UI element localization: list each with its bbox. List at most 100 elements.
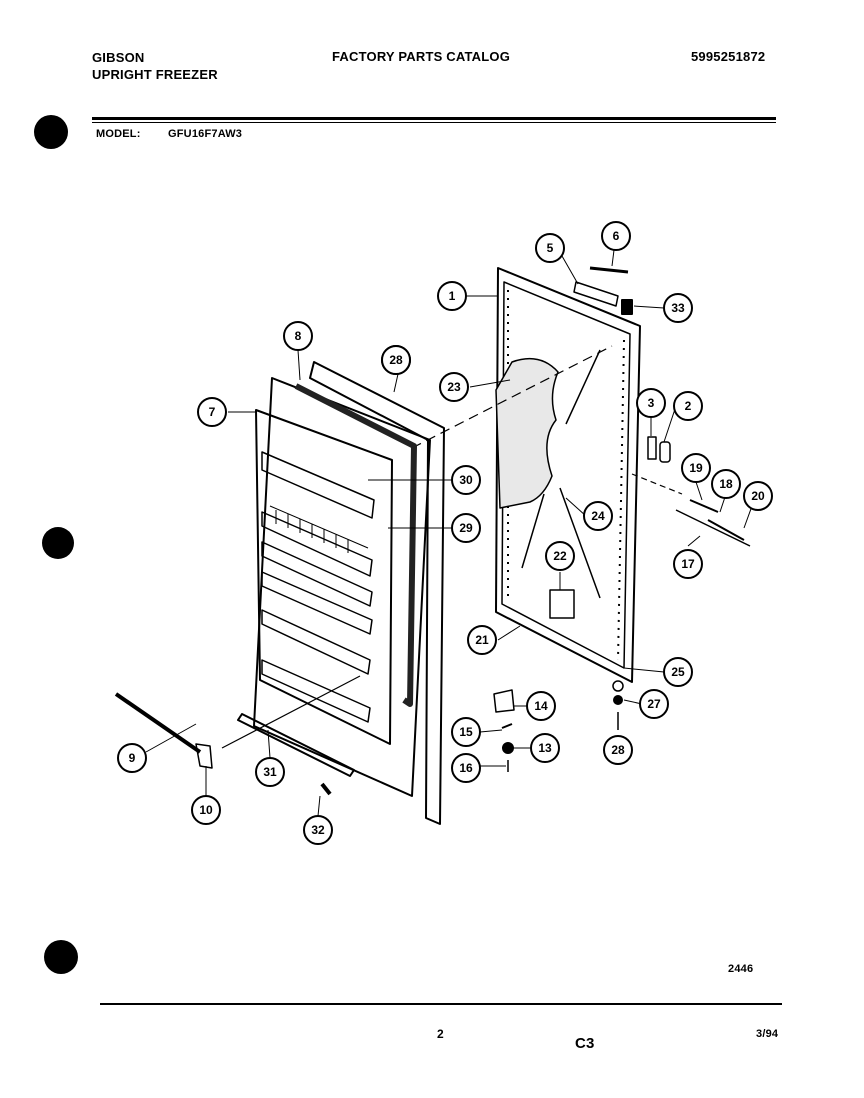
callout-circle [673, 391, 703, 421]
door-gasket [309, 361, 445, 825]
callout-number: 32 [311, 823, 325, 837]
callout-circle [681, 453, 711, 483]
callout-number: 25 [671, 665, 685, 679]
callout-circle [743, 481, 773, 511]
callout-number: 6 [613, 229, 620, 243]
door-shelves [261, 451, 375, 723]
callout-15: 15 [451, 717, 481, 747]
callout-circle [191, 795, 221, 825]
callout-circle [255, 757, 285, 787]
catalog-title: FACTORY PARTS CATALOG [332, 49, 511, 64]
washer-part [612, 680, 624, 692]
header-rule-top [92, 117, 776, 120]
hinge-pin [689, 499, 745, 541]
callout-9: 9 [117, 743, 147, 773]
callout-circle [673, 549, 703, 579]
hinge-bracket [675, 509, 751, 547]
callout-10: 10 [191, 795, 221, 825]
header-rule-bottom [92, 122, 776, 123]
callout-1: 1 [437, 281, 467, 311]
callout-circle [467, 625, 497, 655]
callout-circle [197, 397, 227, 427]
callout-31: 31 [255, 757, 285, 787]
callout-circle [530, 733, 560, 763]
callout-circle [381, 345, 411, 375]
callout-23: 23 [439, 372, 469, 402]
model-label: MODEL: [96, 128, 141, 140]
callout-32: 32 [303, 815, 333, 845]
callout-22: 22 [545, 541, 575, 571]
callout-17: 17 [673, 549, 703, 579]
spacer-part [613, 695, 623, 705]
trim-part-6 [589, 266, 629, 274]
callout-number: 29 [459, 521, 473, 535]
switch-housing [659, 441, 671, 463]
product-name: UPRIGHT FREEZER [92, 67, 218, 82]
washer-15 [501, 723, 513, 729]
callout-circle [283, 321, 313, 351]
trim-part-5 [573, 281, 619, 307]
callout-circle [636, 388, 666, 418]
callout-circle [451, 465, 481, 495]
callout-number: 21 [475, 633, 489, 647]
callout-number: 23 [447, 380, 461, 394]
callout-number: 14 [534, 699, 548, 713]
callout-number: 31 [263, 765, 277, 779]
handle-bracket [195, 743, 213, 769]
callout-number: 28 [611, 743, 625, 757]
callout-circle [639, 689, 669, 719]
kick-strip [237, 713, 355, 777]
callout-28: 28 [381, 345, 411, 375]
callout-circle [303, 815, 333, 845]
door-gasket-strip [294, 383, 417, 707]
hinge-guide [631, 473, 683, 495]
callout-20: 20 [743, 481, 773, 511]
callout-27: 27 [639, 689, 669, 719]
callout-circle [603, 735, 633, 765]
binder-hole-middle [42, 527, 74, 559]
model-value: GFU16F7AW3 [168, 128, 243, 140]
binder-hole-top [34, 115, 68, 149]
callout-circle [583, 501, 613, 531]
callout-circle [545, 541, 575, 571]
callout-circle [451, 513, 481, 543]
door-handle [114, 692, 202, 754]
callout-circle [117, 743, 147, 773]
door-shell [253, 377, 431, 797]
callout-6: 6 [601, 221, 631, 251]
bracket-part [549, 589, 575, 619]
callout-number: 19 [689, 461, 703, 475]
foam-insulation [495, 357, 559, 509]
callout-14: 14 [526, 691, 556, 721]
page-number: 2 [437, 1027, 444, 1041]
callout-number: 2 [685, 399, 692, 413]
callout-number: 10 [199, 803, 213, 817]
callout-number: 15 [459, 725, 473, 739]
callout-24: 24 [583, 501, 613, 531]
callout-21: 21 [467, 625, 497, 655]
plug-part [621, 299, 633, 315]
callout-number: 33 [671, 301, 685, 315]
callout-circle [663, 657, 693, 687]
door-liner [255, 409, 393, 745]
callout-29: 29 [451, 513, 481, 543]
callout-33: 33 [663, 293, 693, 323]
callout-circle [437, 281, 467, 311]
callout-13: 13 [530, 733, 560, 763]
callout-8: 8 [283, 321, 313, 351]
hinge-14 [493, 689, 515, 713]
callout-number: 22 [553, 549, 567, 563]
callout-2: 2 [673, 391, 703, 421]
catalog-part-number: 5995251872 [691, 49, 766, 64]
callout-28: 28 [603, 735, 633, 765]
callout-number: 7 [209, 405, 216, 419]
drawing-number: 2446 [728, 963, 754, 975]
callout-circle [601, 221, 631, 251]
nut-13 [502, 742, 514, 754]
switch-part [647, 436, 657, 460]
callout-16: 16 [451, 753, 481, 783]
callout-number: 20 [751, 489, 765, 503]
section-code: C3 [575, 1035, 595, 1052]
callout-circle [535, 233, 565, 263]
